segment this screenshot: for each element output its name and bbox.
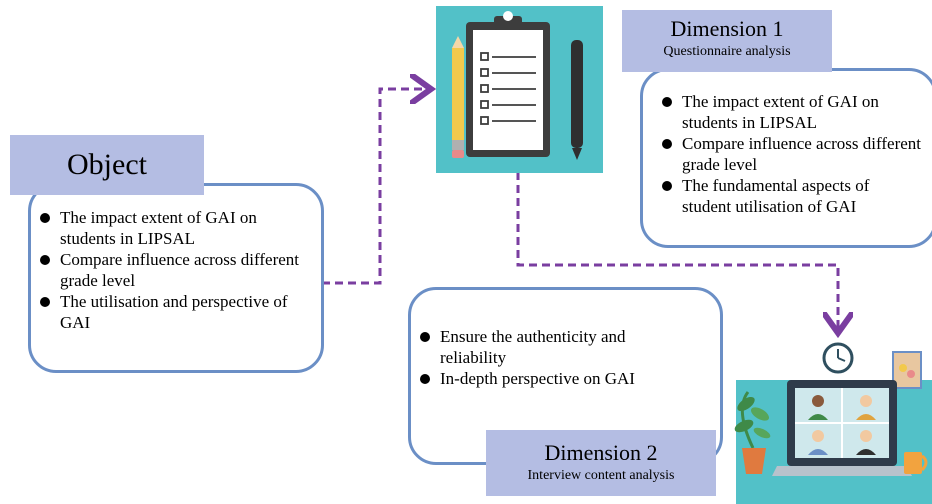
list-item: Ensure the authenticity and reliability <box>418 326 658 368</box>
object-box <box>28 183 324 373</box>
plant-icon <box>734 391 771 474</box>
list-item: Compare influence across different grade… <box>38 249 310 291</box>
dimension2-subtitle: Interview content analysis <box>527 468 675 483</box>
list-item: The impact extent of GAI on students in … <box>660 91 922 133</box>
dimension2-list: Ensure the authenticity and reliability … <box>418 326 658 389</box>
object-title: Object <box>67 148 147 181</box>
picture-frame-icon <box>892 351 922 389</box>
list-item: The utilisation and perspective of GAI <box>38 291 310 333</box>
list-item: In-depth perspective on GAI <box>418 368 658 389</box>
arrow-object-to-questionnaire <box>322 89 428 285</box>
list-item: Compare influence across different grade… <box>660 133 922 175</box>
dimension2-label: Dimension 2 Interview content analysis <box>486 430 716 496</box>
dimension1-label: Dimension 1 Questionnaire analysis <box>622 10 832 72</box>
clock-icon <box>822 342 854 374</box>
pencil-icon <box>452 36 464 158</box>
object-list: The impact extent of GAI on students in … <box>38 207 310 333</box>
dimension1-list: The impact extent of GAI on students in … <box>660 91 922 217</box>
dimension1-title: Dimension 1 <box>670 16 784 41</box>
list-item: The impact extent of GAI on students in … <box>38 207 310 249</box>
arrow-questionnaire-to-interview <box>516 172 838 330</box>
dimension2-title: Dimension 2 <box>544 440 658 465</box>
pen-icon <box>571 40 583 160</box>
laptop-video-call-icon <box>772 380 912 476</box>
dimension1-subtitle: Questionnaire analysis <box>663 44 791 59</box>
object-label: Object <box>10 135 204 195</box>
list-item: The fundamental aspects of student utili… <box>660 175 922 217</box>
clipboard-checklist-icon <box>466 11 550 157</box>
mug-icon <box>904 452 928 474</box>
